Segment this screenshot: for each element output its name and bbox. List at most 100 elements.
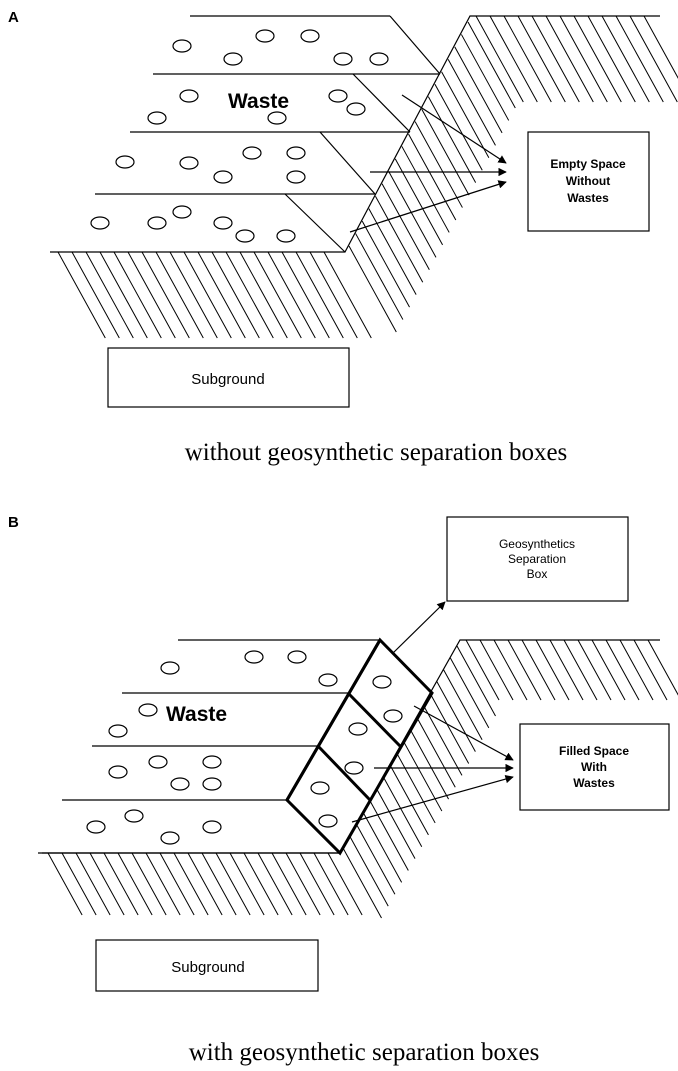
- hatch-mark: [348, 245, 397, 333]
- hatch-mark: [145, 852, 181, 916]
- hatch-mark: [409, 728, 449, 800]
- hatch-mark: [253, 251, 302, 339]
- hatch-mark: [479, 639, 514, 701]
- panel-b: B: [8, 514, 678, 1066]
- filled-callout-line-3: Wastes: [573, 776, 615, 790]
- waste-pebbles-b: [86, 650, 403, 845]
- subground-hatch-bottom: [57, 251, 372, 339]
- hatch-mark: [456, 645, 496, 717]
- hatch-mark: [57, 251, 106, 339]
- hatch-mark: [61, 852, 97, 916]
- hatch-mark: [323, 251, 372, 339]
- hatch-mark: [342, 847, 382, 919]
- box-callout-line-3: Box: [527, 567, 548, 581]
- hatch-mark: [281, 251, 330, 339]
- hatch-mark: [503, 15, 552, 103]
- hatch-mark: [389, 764, 429, 836]
- panel-a: A: [8, 9, 678, 466]
- hatch-mark: [381, 183, 430, 271]
- waste-label-b: Waste: [166, 703, 227, 726]
- subground-label-a: Subground: [191, 371, 264, 388]
- hatch-mark: [362, 812, 403, 883]
- hatch-mark: [215, 852, 251, 916]
- hatch-mark: [493, 639, 528, 701]
- hatch-mark: [507, 639, 542, 701]
- hatch-mark: [285, 852, 321, 916]
- callout-arrows-a: [349, 94, 507, 233]
- hatch-mark: [517, 15, 566, 103]
- hatch-mark: [615, 15, 664, 103]
- hatch-mark: [549, 639, 584, 701]
- waste-layers: [95, 15, 441, 253]
- hatch-mark: [577, 639, 612, 701]
- hatch-mark: [447, 59, 496, 146]
- hatch-mark: [197, 251, 246, 339]
- waste-pebbles: [90, 29, 389, 243]
- hatch-mark: [402, 740, 443, 812]
- callout-line-3: Wastes: [567, 191, 609, 205]
- hatch-mark: [375, 195, 424, 283]
- hatch-mark: [369, 800, 409, 871]
- hatch-mark: [467, 21, 516, 109]
- surface-hatch-top: [475, 15, 678, 103]
- hatch-mark: [619, 639, 654, 701]
- subground-box-b: Subground: [95, 939, 319, 992]
- hatch-mark: [449, 657, 490, 729]
- filled-callout-line-2: With: [581, 760, 607, 774]
- hatch-mark: [545, 15, 594, 103]
- subground-label-b: Subground: [171, 959, 244, 976]
- hatch-mark: [327, 852, 363, 916]
- hatch-mark: [267, 251, 316, 339]
- filled-callout-line-1: Filled Space: [559, 744, 629, 758]
- box-callout-arrow: [391, 601, 446, 655]
- waste-label-a: Waste: [228, 90, 289, 113]
- slope-hatch-b: [342, 645, 496, 919]
- hatch-mark: [99, 251, 148, 339]
- hatch-mark: [531, 15, 580, 103]
- hatch-mark: [443, 669, 483, 741]
- hatch-mark: [643, 15, 678, 79]
- hatch-mark: [647, 639, 678, 696]
- hatch-mark: [211, 251, 260, 339]
- hatch-mark: [416, 717, 456, 788]
- separation-boxes: [285, 637, 434, 856]
- hatch-mark: [563, 639, 598, 701]
- hatch-mark: [355, 233, 404, 320]
- hatch-mark: [454, 46, 503, 134]
- hatch-mark: [436, 681, 476, 752]
- hatch-mark: [159, 852, 195, 916]
- hatch-mark: [394, 158, 444, 246]
- hatch-mark: [47, 852, 83, 916]
- hatch-mark: [633, 639, 668, 701]
- hatch-mark: [396, 752, 436, 824]
- panel-a-letter: A: [8, 9, 19, 26]
- hatch-mark: [71, 251, 120, 339]
- hatch-mark: [183, 251, 232, 339]
- hatch-mark: [475, 15, 524, 103]
- hatch-mark: [299, 852, 335, 916]
- hatch-mark: [155, 251, 204, 339]
- caption-b: with geosynthetic separation boxes: [189, 1039, 540, 1066]
- hatch-mark: [131, 852, 167, 916]
- hatch-mark: [559, 15, 608, 103]
- hatch-mark: [113, 251, 162, 339]
- hatch-mark: [75, 852, 111, 916]
- hatch-mark: [229, 852, 265, 916]
- hatch-mark: [401, 146, 450, 233]
- surface-hatch-top-b: [465, 639, 678, 701]
- callout-arrows-b: [351, 705, 514, 823]
- geosynthetics-box-callout: Geosynthetics Separation Box: [446, 516, 629, 602]
- hatch-mark: [313, 852, 349, 916]
- hatch-mark: [601, 15, 650, 103]
- box-callout-line-1: Geosynthetics: [499, 537, 575, 551]
- hatch-mark: [421, 108, 470, 196]
- hatch-mark: [225, 251, 274, 339]
- hatch-mark: [85, 251, 134, 339]
- hatch-mark: [489, 15, 538, 103]
- hatch-mark: [605, 639, 640, 701]
- hatch-mark: [408, 133, 457, 221]
- hatch-mark: [587, 15, 636, 103]
- ground-profile: [50, 15, 660, 253]
- empty-space-callout: Empty Space Without Wastes: [527, 131, 650, 232]
